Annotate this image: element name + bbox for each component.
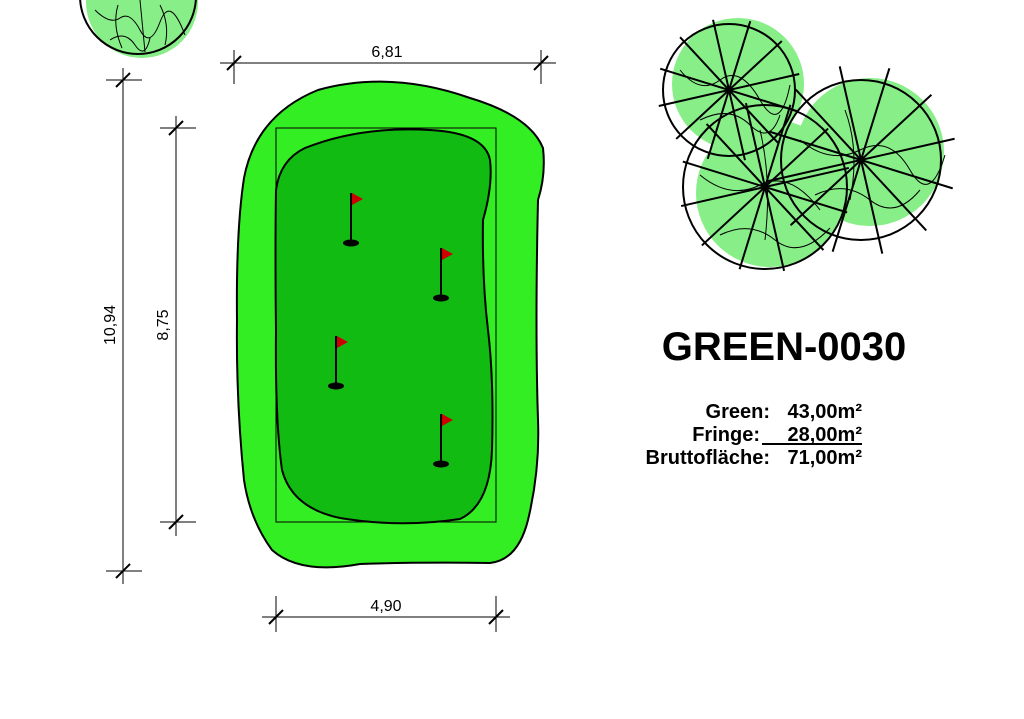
dimension-bottom	[262, 596, 510, 632]
dimension-outer-height	[106, 68, 142, 584]
flag-pin-icon	[328, 336, 348, 390]
flag-pin-icon	[433, 248, 453, 302]
tree-cluster	[658, 18, 955, 272]
area-label-fringe: Fringe:	[692, 424, 760, 446]
green-area	[274, 128, 494, 525]
dimension-inner-height-label: 8,75	[155, 309, 172, 340]
area-label-brutto: Bruttofläche:	[646, 447, 770, 469]
flag-pin-icon	[343, 193, 363, 247]
area-label-green: Green:	[706, 401, 770, 423]
dimension-inner-height	[160, 116, 196, 536]
area-table: Green: 43,00m² Fringe: 28,00m² Bruttoflä…	[646, 401, 863, 469]
area-value-green: 43,00m²	[788, 401, 863, 423]
area-value-fringe: 28,00m²	[788, 424, 863, 446]
drawing-title: GREEN-0030	[662, 325, 907, 369]
tree-top-left	[79, 0, 198, 58]
pins-group	[328, 193, 453, 468]
dimension-outer-height-label: 10,94	[102, 305, 119, 345]
dimension-bottom-label: 4,90	[370, 598, 401, 615]
area-value-brutto: 71,00m²	[788, 447, 863, 469]
dimension-top	[220, 50, 556, 84]
dimension-top-label: 6,81	[371, 44, 402, 61]
flag-pin-icon	[433, 414, 453, 468]
